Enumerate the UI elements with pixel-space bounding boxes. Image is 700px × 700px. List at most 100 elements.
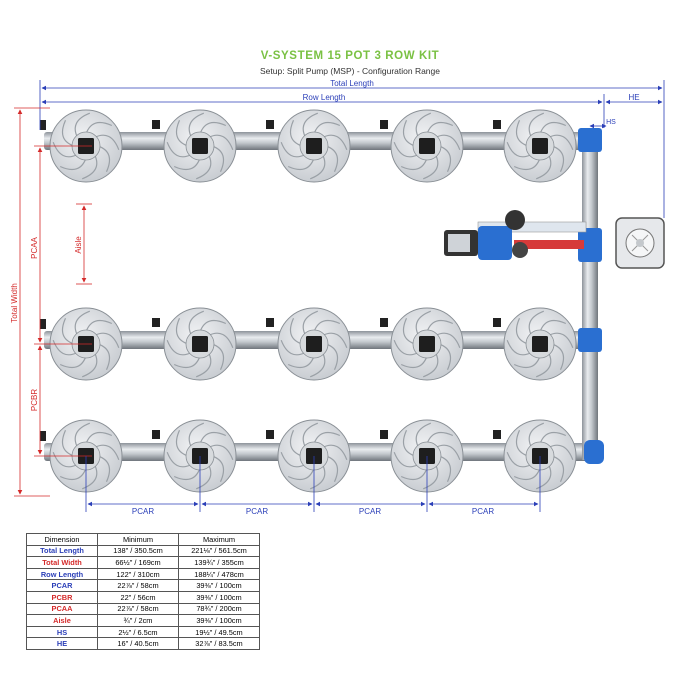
pot-vane	[211, 145, 225, 173]
pot-vane	[313, 319, 341, 333]
pot-vane	[287, 467, 315, 481]
pot-vane	[208, 444, 234, 461]
table-cell-maximum: 188¼" / 478cm	[178, 567, 260, 581]
table-cell-minimum: 22⅞" / 58cm	[97, 602, 179, 616]
pot-vane	[325, 343, 339, 371]
pot-vane	[548, 444, 574, 461]
pot-vane	[539, 121, 567, 135]
manifold-pipe	[582, 140, 598, 460]
pot-vane	[548, 332, 574, 349]
table-cell-dimension: HE	[26, 637, 98, 650]
table-header-dimension: Dimension	[26, 533, 98, 546]
pot-vane	[393, 451, 419, 468]
pot-vane	[195, 154, 212, 180]
pot-vane	[313, 431, 341, 445]
reservoir	[615, 217, 665, 269]
page-title: V-SYSTEM 15 POT 3 ROW KIT	[260, 50, 440, 62]
manifold-fittings	[578, 128, 604, 464]
pot	[503, 109, 577, 183]
pot-vane	[81, 464, 98, 490]
pot	[390, 109, 464, 183]
pot-vane	[188, 310, 205, 336]
pot-vane	[309, 154, 326, 180]
table-cell-minimum: ¾" / 2cm	[97, 614, 179, 627]
table-cell-maximum: 39⅜" / 100cm	[178, 590, 260, 604]
reservoir-hub	[636, 239, 644, 247]
aisle-label: Aisle	[74, 236, 83, 254]
table-cell-maximum: 221⅛" / 561.5cm	[178, 544, 260, 558]
pot-vane	[85, 319, 113, 333]
pot-vane	[400, 355, 428, 369]
pot-vane	[438, 455, 452, 483]
pot-vane	[81, 154, 98, 180]
pot-vane	[97, 343, 111, 371]
pot-vane	[208, 332, 234, 349]
net-pot-square	[192, 138, 208, 154]
net-pot-square	[192, 336, 208, 352]
pot-vane	[97, 145, 111, 173]
net-pot-square	[419, 336, 435, 352]
pot-vane	[415, 112, 432, 138]
pot-vane	[289, 317, 303, 345]
pot-vane	[61, 429, 75, 457]
pot-vane	[551, 343, 565, 371]
pot-vane	[302, 310, 319, 336]
pot-vane	[74, 310, 91, 336]
end-caps	[40, 120, 46, 441]
pot-vane	[528, 310, 545, 336]
pot-vane	[52, 451, 78, 468]
pot-vane	[188, 422, 205, 448]
pot-vane	[199, 319, 227, 333]
pot-vane	[400, 157, 428, 171]
net-pot-square	[306, 336, 322, 352]
table-cell-minimum: 66½" / 169cm	[97, 556, 179, 569]
pot-vane	[513, 355, 541, 369]
pot-vane	[52, 141, 78, 158]
pipe-connector	[266, 120, 274, 129]
pot-vane	[325, 455, 339, 483]
pot-vane	[515, 317, 529, 345]
fitting-top	[578, 128, 602, 152]
row-length-label: Row Length	[303, 93, 346, 102]
pot-vane	[309, 352, 326, 378]
table-cell-maximum: 39⅜" / 100cm	[178, 579, 260, 592]
pot-vane	[539, 319, 567, 333]
red-hose	[514, 240, 584, 249]
pot-vane	[435, 134, 461, 151]
pot	[390, 307, 464, 381]
table-cell-dimension: Aisle	[26, 614, 98, 627]
pot-vane	[422, 154, 439, 180]
pot-vane	[402, 317, 416, 345]
blue-manifold-block	[478, 226, 512, 260]
pipe-connector	[152, 318, 160, 327]
pump-assembly	[444, 210, 587, 260]
pot-vane	[513, 467, 541, 481]
table-cell-dimension: Total Width	[26, 556, 98, 569]
pcar-dimensions: PCAR PCAR PCAR PCAR	[85, 456, 541, 516]
fitting-mid	[578, 328, 602, 352]
pot-vane	[422, 352, 439, 378]
pot-vane	[539, 431, 567, 445]
hs-label: HS	[606, 119, 616, 126]
pot-vane	[506, 451, 532, 468]
pot-vane	[415, 422, 432, 448]
table-cell-minimum: 22" / 56cm	[97, 590, 179, 604]
pot-vane	[61, 119, 75, 147]
pot-vane	[289, 119, 303, 147]
net-pot-square	[306, 138, 322, 154]
net-pot-square	[532, 138, 548, 154]
pot-vane	[548, 134, 574, 151]
table-cell-minimum: 122" / 310cm	[97, 567, 179, 581]
pot-vane	[52, 339, 78, 356]
table-cell-maximum: 139¾" / 355cm	[178, 556, 260, 569]
pot-vane	[85, 431, 113, 445]
pot	[163, 307, 237, 381]
pot-vane	[438, 343, 452, 371]
